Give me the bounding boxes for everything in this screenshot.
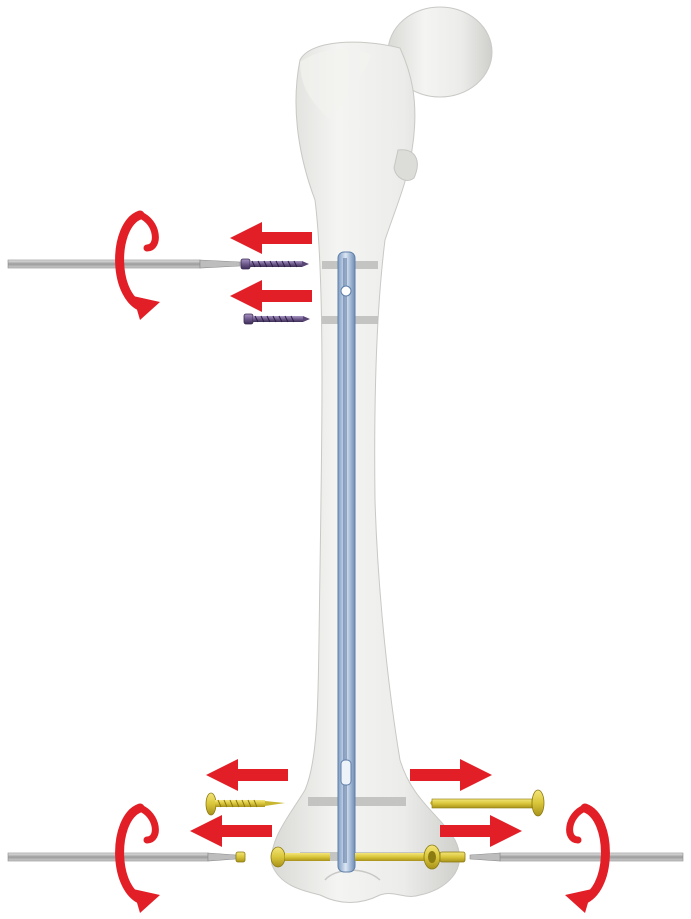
lesser-trochanter	[394, 150, 417, 181]
proximal-screw-1	[241, 259, 309, 269]
arrow-right-distal-1	[410, 759, 492, 791]
arrow-left-distal-1	[206, 759, 288, 791]
nail-hole-proximal	[341, 286, 351, 296]
intramedullary-nail	[338, 252, 355, 872]
distal-left-screw-removed	[206, 793, 285, 815]
distal-channel-1	[308, 797, 406, 806]
arrow-left-proximal-2	[230, 280, 312, 312]
arrow-left-proximal-1	[230, 222, 312, 254]
nail-slot-distal	[341, 760, 351, 785]
proximal-screw-2	[244, 314, 310, 324]
arrow-left-distal-2	[190, 815, 272, 847]
femur-bone	[272, 7, 492, 903]
distal-right-screwdriver	[470, 853, 683, 861]
distal-right-screw-removed	[430, 790, 544, 816]
